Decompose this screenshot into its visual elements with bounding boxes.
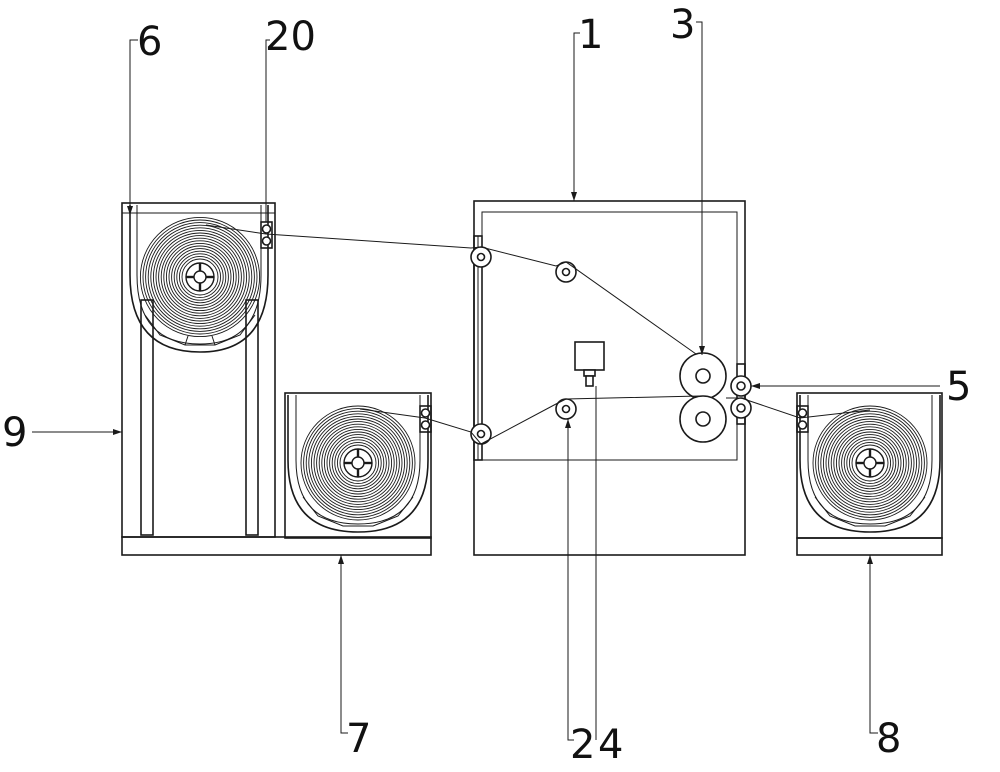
reel-winding — [843, 436, 897, 490]
reel-winding — [168, 245, 232, 309]
reel-winding — [812, 405, 928, 521]
reel-winding — [165, 242, 235, 312]
right-reel — [812, 405, 928, 521]
reel-core — [351, 456, 365, 470]
reel-winding — [339, 444, 377, 482]
lower-left-reel — [300, 405, 416, 521]
reel-winding — [139, 216, 261, 338]
reel-winding — [817, 410, 923, 516]
upper-left-reel — [139, 216, 261, 338]
reel-winding — [833, 426, 907, 500]
reel-winding — [173, 250, 227, 304]
reel-winding — [835, 428, 905, 498]
reel-winding — [300, 405, 416, 521]
leader-arrowheads — [113, 192, 873, 564]
lower-left-reel-box — [284, 392, 432, 539]
upper-left-guide-rollers — [260, 221, 273, 249]
reel-winding — [830, 423, 910, 503]
reel-winding — [323, 428, 393, 498]
reel-winding — [158, 235, 242, 319]
upper-left-reel-housing — [129, 205, 269, 353]
callout-4: 4 — [598, 722, 623, 768]
reel-winding — [326, 431, 390, 495]
lower-film-path — [359, 395, 701, 445]
reel-winding — [163, 240, 237, 314]
leader-lines — [32, 21, 940, 741]
output-pinch-rollers — [730, 375, 752, 419]
reel-core — [863, 456, 877, 470]
callout-9: 9 — [2, 410, 27, 456]
reel-winding — [848, 441, 892, 485]
reel-winding — [150, 227, 250, 327]
reel-core — [193, 270, 207, 284]
reel-winding — [329, 434, 387, 492]
callout-5: 5 — [946, 364, 971, 410]
lower-left-guide-rollers — [419, 405, 432, 433]
reel-winding — [310, 415, 406, 511]
laminating-roller-pair — [679, 352, 727, 443]
reel-winding — [147, 224, 253, 330]
reel-winding — [152, 229, 248, 325]
reel-winding — [331, 436, 385, 490]
right-reel-box — [796, 392, 943, 556]
reel-winding — [828, 421, 912, 505]
reel-winding — [841, 434, 899, 492]
reel-winding — [321, 426, 395, 500]
reel-winding — [838, 431, 902, 495]
reel-winding — [305, 410, 411, 516]
callout-20: 20 — [265, 14, 316, 60]
reel-winding — [145, 222, 255, 332]
reel-winding — [142, 219, 258, 335]
camera-sensor — [574, 341, 605, 387]
right-guide-rollers — [796, 405, 809, 433]
reel-winding — [820, 413, 920, 513]
reel-winding — [313, 418, 403, 508]
callout-7: 7 — [346, 716, 371, 762]
reel-winding — [181, 258, 219, 296]
reel-winding — [178, 255, 222, 299]
output-film-path — [726, 397, 871, 419]
reel-winding — [303, 408, 413, 518]
reel-winding — [160, 237, 240, 317]
reel-winding — [316, 421, 400, 505]
center-guide-rollers — [470, 246, 577, 445]
callout-3: 3 — [670, 2, 695, 48]
callout-2: 2 — [570, 722, 595, 768]
reel-winding — [846, 439, 894, 487]
reel-winding — [176, 253, 224, 301]
reel-winding — [171, 248, 229, 306]
upper-film-path — [205, 224, 697, 355]
reel-winding — [308, 413, 408, 513]
reel-winding — [155, 232, 245, 322]
reel-winding — [336, 441, 380, 485]
callout-1: 1 — [578, 12, 603, 58]
callout-6: 6 — [137, 19, 162, 65]
reel-winding — [851, 444, 889, 482]
reel-winding — [815, 408, 925, 518]
callout-8: 8 — [876, 716, 901, 762]
reel-winding — [334, 439, 382, 487]
left-base-plate — [121, 536, 432, 556]
reel-winding — [822, 415, 918, 511]
reel-winding — [825, 418, 915, 508]
reel-winding — [318, 423, 398, 503]
center-machine-frame — [473, 200, 746, 556]
